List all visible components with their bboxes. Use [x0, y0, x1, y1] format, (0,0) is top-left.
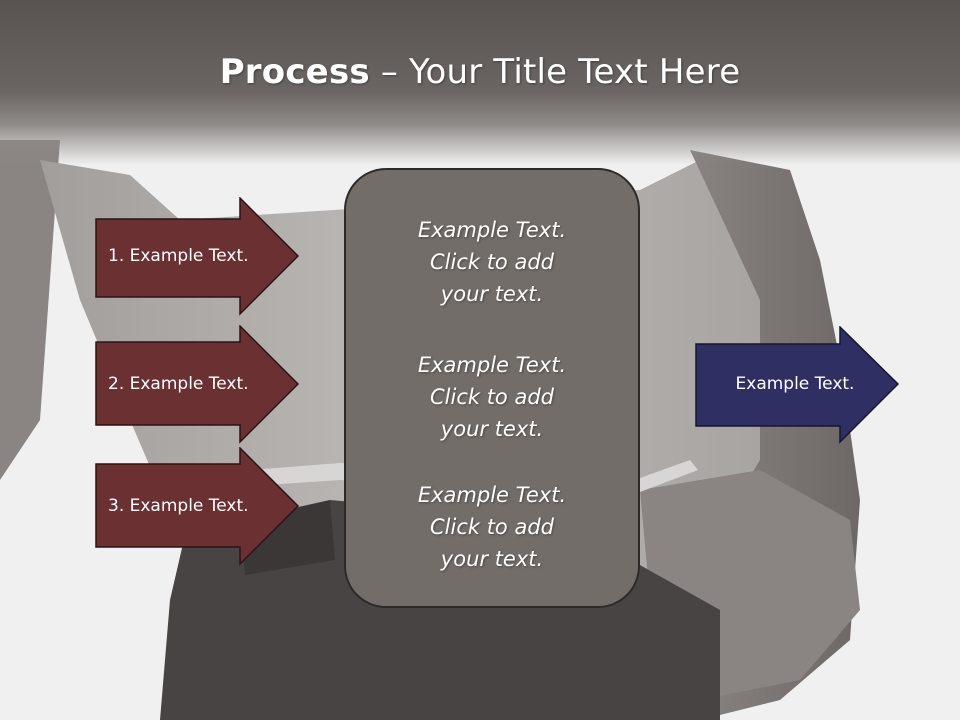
center-item-3: Example Text. Click to add your text.: [346, 479, 638, 575]
center-item-1-line3: your text.: [440, 282, 544, 306]
center-text-box[interactable]: Example Text. Click to add your text. Ex…: [344, 168, 640, 608]
step-label-3: 3. Example Text.: [108, 496, 249, 516]
title-rest: – Your Title Text Here: [369, 52, 741, 92]
result-label: Example Text.: [735, 374, 855, 394]
center-item-2-line2: Click to add: [429, 385, 554, 409]
step-label-2: 2. Example Text.: [108, 374, 249, 394]
result-arrow[interactable]: Example Text.: [695, 326, 900, 446]
step-arrow-2-shape: [95, 325, 300, 444]
center-item-1-line2: Click to add: [429, 250, 554, 274]
step-arrow-3[interactable]: 3. Example Text.: [95, 447, 300, 567]
step-arrow-1-shape: [95, 197, 300, 316]
step-arrow-3-shape: [95, 447, 300, 566]
slide-title[interactable]: Process – Your Title Text Here: [0, 52, 960, 92]
center-item-3-line1: Example Text.: [417, 483, 567, 507]
center-item-2-line3: your text.: [440, 417, 544, 441]
result-arrow-shape: [695, 326, 900, 444]
title-bold: Process: [219, 52, 370, 92]
center-item-3-line2: Click to add: [429, 515, 554, 539]
step-label-1: 1. Example Text.: [108, 246, 249, 266]
center-item-2: Example Text. Click to add your text.: [346, 349, 638, 445]
center-item-3-line3: your text.: [440, 547, 544, 571]
center-item-1-line1: Example Text.: [417, 218, 567, 242]
center-item-1: Example Text. Click to add your text.: [346, 214, 638, 310]
step-arrow-1[interactable]: 1. Example Text.: [95, 197, 300, 317]
step-arrow-2[interactable]: 2. Example Text.: [95, 325, 300, 445]
center-item-2-line1: Example Text.: [417, 353, 567, 377]
title-band: [0, 0, 960, 165]
